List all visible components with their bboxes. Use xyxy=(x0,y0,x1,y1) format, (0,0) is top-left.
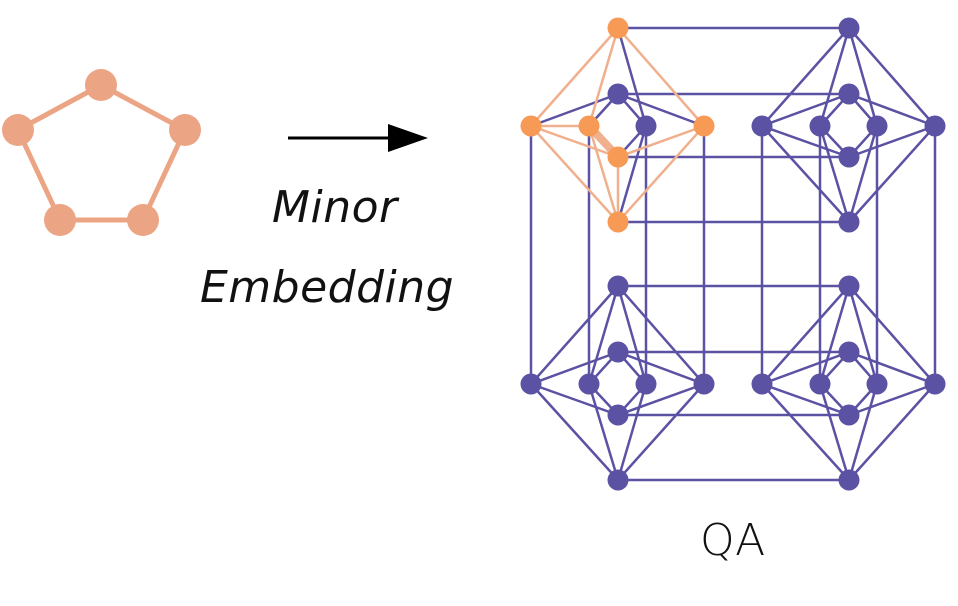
intra-cell-edge xyxy=(617,350,705,386)
intra-cell-edge xyxy=(761,383,850,481)
intra-cell-edge xyxy=(848,27,936,127)
chimera-edges xyxy=(529,26,937,482)
intra-cell-edge xyxy=(587,285,620,385)
embedded-edge xyxy=(587,125,620,223)
intra-cell-edge xyxy=(617,383,705,481)
qubit-node xyxy=(838,83,860,105)
embedded-qubit-node xyxy=(607,17,629,39)
intra-cell-edge xyxy=(848,124,936,159)
qubit-node xyxy=(809,373,831,395)
embedded-qubit-node xyxy=(520,115,542,137)
intra-cell-edge xyxy=(587,383,620,481)
intra-cell-edge xyxy=(847,27,879,127)
qubit-node xyxy=(751,115,773,137)
intra-cell-edge xyxy=(761,382,850,417)
intra-cell-edge xyxy=(616,383,648,481)
qubit-node xyxy=(924,115,946,137)
intra-cell-edge xyxy=(616,27,648,127)
qubit-node xyxy=(607,341,629,363)
intra-cell-edge xyxy=(530,382,619,417)
intra-cell-edge xyxy=(616,125,648,223)
qubit-node xyxy=(635,115,657,137)
qubit-node xyxy=(607,275,629,297)
source-node xyxy=(85,69,117,101)
caption-minor: Minor xyxy=(272,182,398,233)
qubit-node xyxy=(866,373,888,395)
embedded-edge xyxy=(530,27,619,127)
qubit-node xyxy=(838,404,860,426)
intra-cell-edge xyxy=(761,27,850,127)
qubit-node xyxy=(693,373,715,395)
qubit-node xyxy=(635,373,657,395)
qubit-node xyxy=(607,404,629,426)
intra-cell-edge xyxy=(617,92,705,128)
intra-cell-edge xyxy=(847,285,879,385)
intra-cell-edge xyxy=(761,125,850,223)
qubit-node xyxy=(838,469,860,491)
qubit-node xyxy=(838,146,860,168)
qubit-node xyxy=(578,373,600,395)
caption-embedding: Embedding xyxy=(200,262,455,313)
embedded-qubit-node xyxy=(578,115,600,137)
intra-cell-edge xyxy=(617,382,705,417)
qubit-node xyxy=(607,83,629,105)
embedding-arrow xyxy=(288,124,428,152)
qubit-node xyxy=(607,469,629,491)
embedded-qubit-node xyxy=(693,115,715,137)
hardware-label-qa: QA xyxy=(700,515,766,566)
qubit-node xyxy=(838,341,860,363)
embedded-edge xyxy=(617,125,705,223)
embedded-edge xyxy=(617,27,705,127)
embedded-edge xyxy=(530,124,619,159)
intra-cell-edge xyxy=(530,350,619,386)
embedded-qubit-node xyxy=(607,146,629,168)
source-node xyxy=(44,204,76,236)
qubit-node xyxy=(866,115,888,137)
intra-cell-edge xyxy=(818,125,851,223)
intra-cell-edge xyxy=(761,92,850,128)
arrow-head xyxy=(388,124,428,152)
intra-cell-edge xyxy=(617,285,705,385)
intra-cell-edge xyxy=(818,27,851,127)
intra-cell-edge xyxy=(848,383,936,481)
intra-cell-edge xyxy=(761,350,850,386)
embedded-edge xyxy=(530,125,619,223)
source-pentagon-graph xyxy=(2,69,201,236)
embedded-edges xyxy=(530,27,705,223)
source-node xyxy=(169,114,201,146)
embedded-edge xyxy=(587,27,620,127)
intra-cell-edge xyxy=(530,383,619,481)
qubit-node xyxy=(838,211,860,233)
intra-cell-edge xyxy=(761,285,850,385)
intra-cell-edge xyxy=(616,285,648,385)
source-node xyxy=(2,114,34,146)
intra-cell-edge xyxy=(848,350,936,386)
intra-cell-edge xyxy=(530,285,619,385)
intra-cell-edge xyxy=(530,92,619,128)
intra-cell-edge xyxy=(848,285,936,385)
intra-cell-edge xyxy=(761,124,850,159)
intra-cell-edge xyxy=(848,125,936,223)
chimera-nodes xyxy=(520,17,946,491)
intra-cell-edge xyxy=(847,125,879,223)
source-edge xyxy=(15,128,63,222)
qubit-node xyxy=(924,373,946,395)
source-node xyxy=(127,204,159,236)
embedded-edge xyxy=(617,124,705,159)
intra-cell-edge xyxy=(847,383,879,481)
intra-cell-edge xyxy=(818,383,851,481)
qubit-node xyxy=(809,115,831,137)
intra-cell-edge xyxy=(848,382,936,417)
source-edge xyxy=(140,128,188,222)
intra-cell-edge xyxy=(848,92,936,128)
qubit-node xyxy=(751,373,773,395)
qubit-node xyxy=(838,275,860,297)
intra-cell-edge xyxy=(818,285,851,385)
embedded-qubit-node xyxy=(607,211,629,233)
qubit-node xyxy=(520,373,542,395)
qubit-node xyxy=(838,17,860,39)
